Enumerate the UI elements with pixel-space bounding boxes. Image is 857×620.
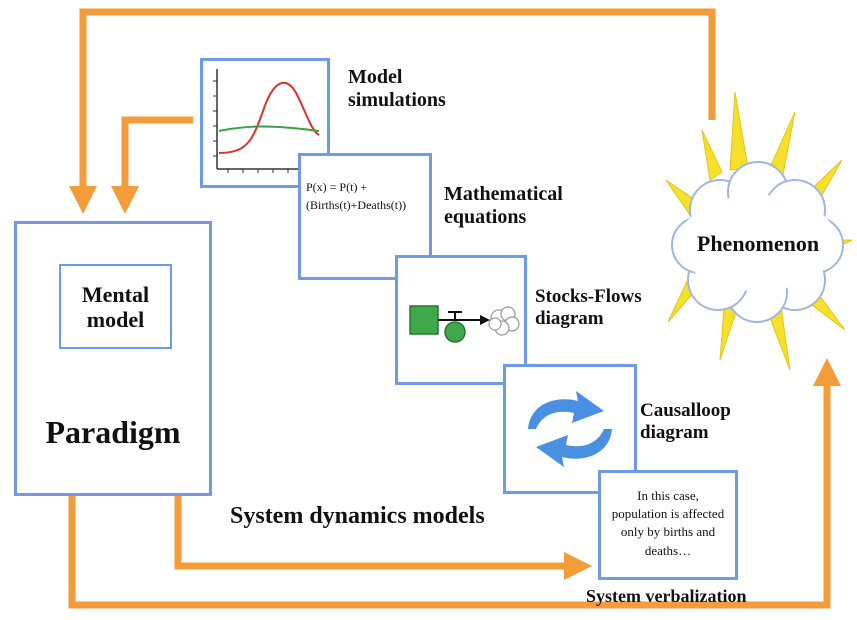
simulation-red-curve	[218, 81, 320, 154]
equation-text: P(x) = P(t) + (Births(t)+Deaths(t))	[306, 180, 407, 212]
feedback-arrows	[68, 8, 841, 609]
causal-loop-label: Causalloop diagram	[640, 400, 731, 443]
model-simulations-label: Model simulations	[348, 66, 446, 111]
stock-box	[409, 305, 439, 335]
mental-model-box: Mental model	[59, 264, 172, 349]
cycle-icon	[528, 391, 612, 467]
flow-valve	[444, 321, 466, 343]
stocks-flows-label: Stocks-Flows diagram	[535, 286, 642, 329]
arrow-phenomenon-to-paradigm	[69, 8, 716, 214]
arrow-simulations-to-paradigm	[111, 116, 193, 214]
verbalization-text: In this case, population is affected onl…	[611, 488, 725, 558]
stocks-flows-panel	[395, 255, 527, 385]
system-dynamics-models-label: System dynamics models	[230, 503, 485, 529]
arrow-paradigm-to-verbalization	[174, 495, 592, 580]
arrow-paradigm-to-phenomenon	[68, 358, 841, 609]
phenomenon-sun	[665, 91, 853, 371]
stocks-flows-diagram	[409, 305, 520, 343]
verbalization-panel: In this case, population is affected onl…	[598, 470, 738, 580]
simulation-green-curve	[218, 125, 320, 132]
cloud-sink-icon	[488, 306, 520, 336]
paradigm-box: Mental model Paradigm	[14, 221, 212, 496]
mental-model-label: Mental model	[81, 282, 150, 333]
mathematical-equations-label: Mathematical equations	[444, 183, 563, 228]
system-verbalization-label: System verbalization	[586, 586, 747, 606]
phenomenon-label: Phenomenon	[696, 231, 820, 256]
paradigm-label: Paradigm	[45, 414, 181, 450]
